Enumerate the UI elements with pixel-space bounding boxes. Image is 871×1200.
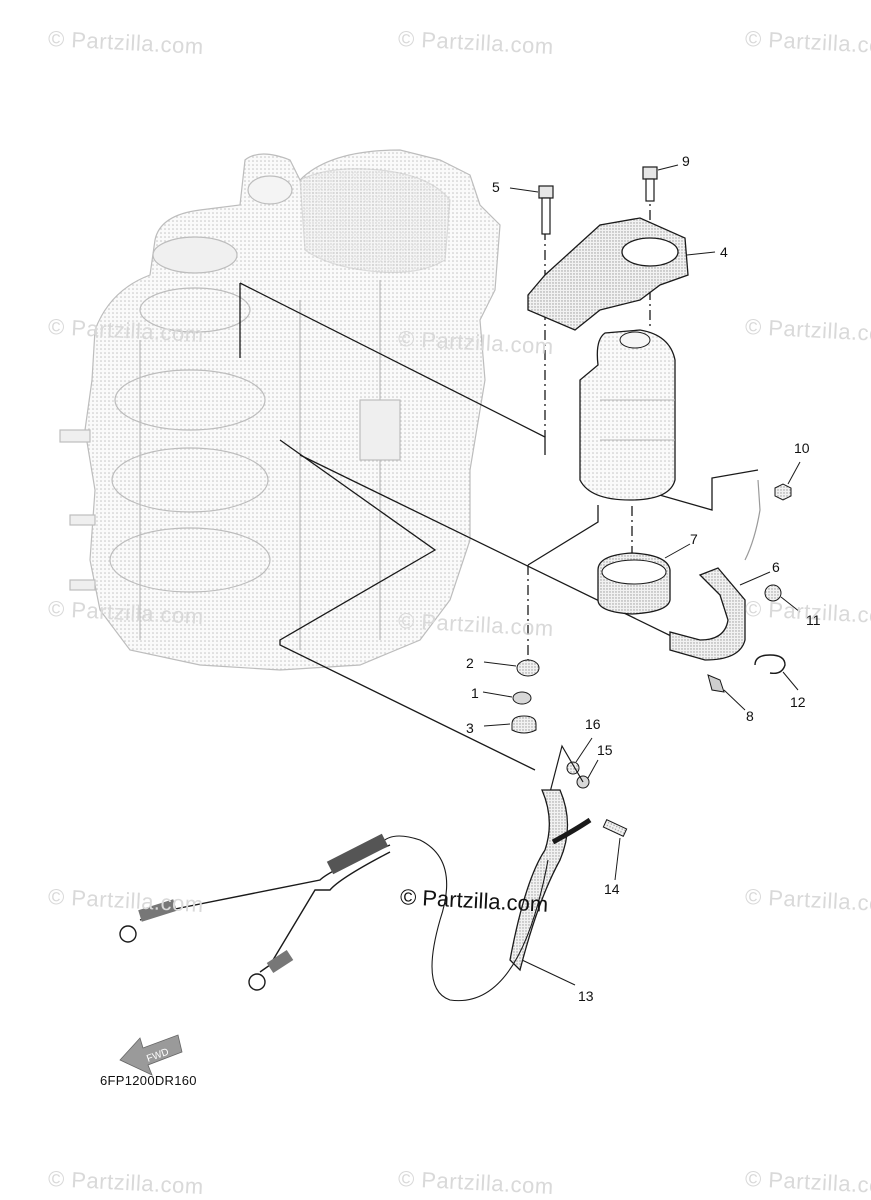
- starter-bracket-part-4[interactable]: [527, 217, 716, 331]
- bolt-part-9[interactable]: [642, 164, 679, 202]
- callout-12[interactable]: 12: [790, 694, 806, 710]
- callout-15[interactable]: 15: [597, 742, 613, 758]
- washer-part-1[interactable]: [482, 691, 532, 705]
- band-part-7[interactable]: [597, 543, 691, 615]
- callout-9[interactable]: 9: [682, 153, 690, 169]
- callout-10[interactable]: 10: [794, 440, 810, 456]
- clip-part-11[interactable]: [764, 584, 801, 613]
- nut-part-10[interactable]: [744, 461, 801, 561]
- callout-13[interactable]: 13: [578, 988, 594, 1004]
- bracket-part-6[interactable]: [669, 567, 771, 661]
- callout-11[interactable]: 11: [806, 612, 821, 628]
- battery-cable-part-13[interactable]: [509, 789, 592, 986]
- engine-block-ghost: [59, 149, 501, 671]
- diagram-code: 6FP1200DR160: [100, 1073, 197, 1088]
- callout-16[interactable]: 16: [585, 716, 601, 732]
- callout-3[interactable]: 3: [466, 720, 474, 736]
- nut-part-16[interactable]: [566, 737, 593, 775]
- callout-1[interactable]: 1: [471, 685, 479, 701]
- callout-7[interactable]: 7: [690, 531, 698, 547]
- bolt-part-8[interactable]: [707, 674, 746, 711]
- callout-4[interactable]: 4: [720, 244, 728, 260]
- bolt-part-14[interactable]: [602, 819, 628, 881]
- nut-part-2[interactable]: [483, 659, 540, 677]
- callout-6[interactable]: 6: [772, 559, 780, 575]
- callout-5[interactable]: 5: [492, 179, 500, 195]
- fwd-arrow-icon: FWD: [119, 1034, 183, 1076]
- ground-wire: [379, 835, 549, 1002]
- callout-14[interactable]: 14: [604, 881, 620, 897]
- callout-8[interactable]: 8: [746, 708, 754, 724]
- clamp-part-12[interactable]: [754, 654, 799, 691]
- bolt-part-5[interactable]: [509, 185, 554, 235]
- starter-motor[interactable]: [579, 329, 676, 501]
- nut-part-15[interactable]: [576, 759, 599, 789]
- callout-2[interactable]: 2: [466, 655, 474, 671]
- battery-harness[interactable]: [119, 833, 391, 991]
- clamp-part-3[interactable]: [483, 715, 537, 734]
